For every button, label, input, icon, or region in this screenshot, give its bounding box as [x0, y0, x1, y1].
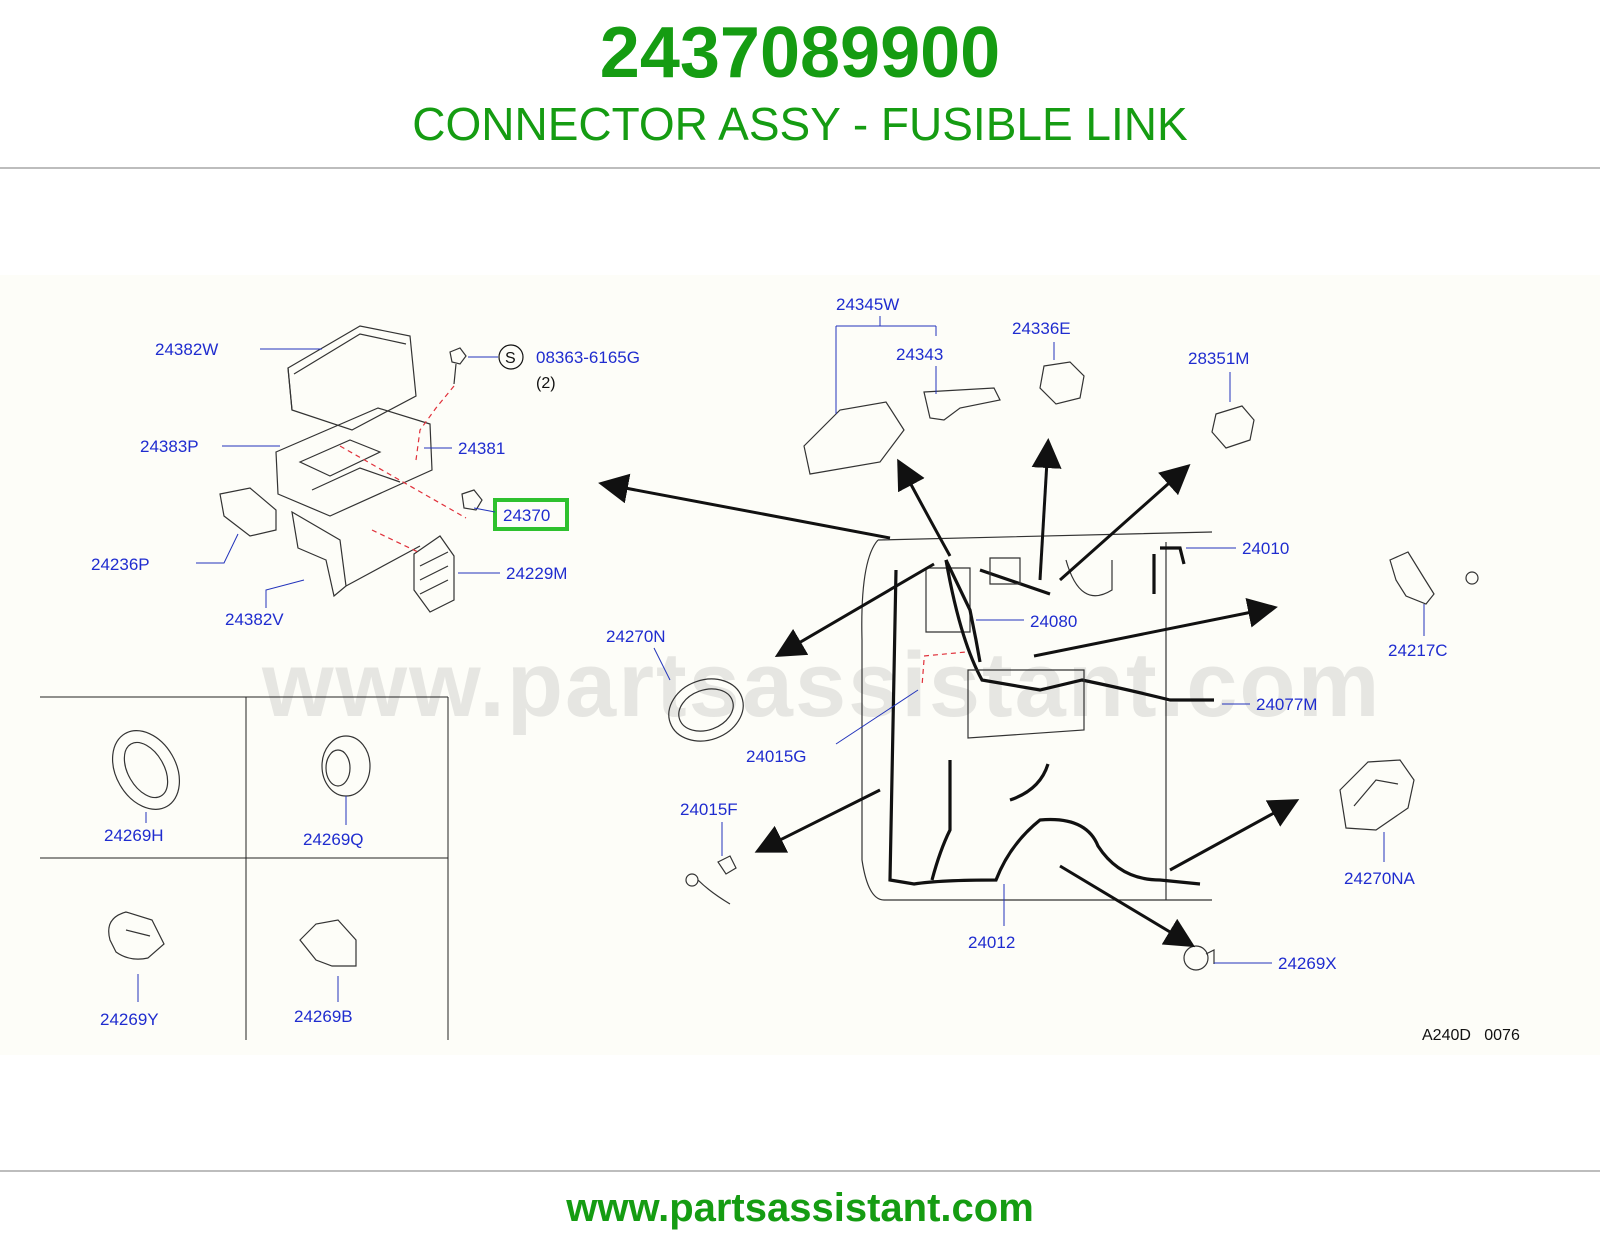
label-24269Y[interactable]: 24269Y	[100, 1010, 159, 1029]
grommet-24269x[interactable]	[1183, 945, 1215, 971]
fuse-box-cover[interactable]	[287, 325, 417, 431]
label-24077M[interactable]: 24077M	[1256, 695, 1317, 714]
label-24236P[interactable]: 24236P	[91, 555, 150, 574]
relay-24336e[interactable]	[1039, 361, 1085, 405]
harness-dash-lines	[921, 651, 967, 687]
label-24336E[interactable]: 24336E	[1012, 319, 1071, 338]
grommet-24269b[interactable]	[299, 919, 357, 967]
part-description: CONNECTOR ASSY - FUSIBLE LINK	[412, 98, 1188, 150]
label-24015F[interactable]: 24015F	[680, 800, 738, 819]
standard-part-symbol	[498, 344, 524, 370]
assembly-dash-lines	[339, 385, 467, 553]
grommet-24270na[interactable]	[1339, 759, 1415, 831]
highlight-box	[493, 498, 569, 531]
label-24382W[interactable]: 24382W	[155, 340, 218, 359]
label-24382V[interactable]: 24382V	[225, 610, 284, 629]
label-24229M[interactable]: 24229M	[506, 564, 567, 583]
fuse-box-bracket[interactable]	[291, 510, 421, 598]
label-24269H[interactable]: 24269H	[104, 826, 164, 845]
grommet-24269q[interactable]	[321, 735, 371, 797]
main-harness[interactable]	[888, 546, 1214, 886]
label-24345W[interactable]: 24345W	[836, 295, 899, 314]
harness-box-24080[interactable]	[967, 557, 1085, 739]
label-24343[interactable]: 24343	[896, 345, 943, 364]
grommet-24269y[interactable]	[108, 911, 165, 960]
label-08363-6165G[interactable]: 08363-6165G	[536, 348, 640, 367]
label-24015G[interactable]: 24015G	[746, 747, 807, 766]
relay-block[interactable]	[275, 407, 433, 517]
label-24270N[interactable]: 24270N	[606, 627, 666, 646]
part-number-title: 2437089900	[599, 13, 1001, 93]
relay-cover-24345w[interactable]	[803, 401, 905, 475]
label-quantity: (2)	[536, 375, 556, 392]
fusible-link-24370[interactable]	[461, 489, 483, 511]
label-28351M[interactable]: 28351M	[1188, 349, 1249, 368]
grommet-grid	[40, 696, 449, 1040]
ground-wire-24015f[interactable]	[685, 855, 737, 905]
label-24269X[interactable]: 24269X	[1278, 954, 1337, 973]
callout-arrows	[598, 438, 1300, 948]
bracket-24343[interactable]	[923, 387, 1001, 421]
grommet-24269h[interactable]	[99, 719, 193, 822]
label-24370[interactable]: 24370	[503, 506, 550, 525]
label-24217C[interactable]: 24217C	[1388, 641, 1448, 660]
footer-url[interactable]: www.partsassistant.com	[566, 1186, 1034, 1230]
label-24080[interactable]: 24080	[1030, 612, 1077, 631]
vehicle-body-outline	[861, 531, 1213, 901]
symbol-s: S	[505, 350, 516, 367]
fuse-holder-24229m[interactable]	[413, 535, 455, 613]
bolt-08363[interactable]	[449, 347, 467, 385]
relay-28351m[interactable]	[1211, 405, 1255, 449]
relay-24236p[interactable]	[219, 487, 277, 537]
label-24269B[interactable]: 24269B	[294, 1007, 353, 1026]
diagram-background	[0, 275, 1600, 1055]
diagram-code: A240D 0076	[1422, 1027, 1520, 1044]
label-24381[interactable]: 24381	[458, 439, 505, 458]
header-divider	[0, 167, 1600, 169]
label-24010[interactable]: 24010	[1242, 539, 1289, 558]
label-24012[interactable]: 24012	[968, 933, 1015, 952]
label-24383P[interactable]: 24383P	[140, 437, 199, 456]
footer-divider	[0, 1170, 1600, 1172]
label-24269Q[interactable]: 24269Q	[303, 830, 364, 849]
grommet-24270n[interactable]	[660, 669, 752, 751]
label-24270NA[interactable]: 24270NA	[1344, 869, 1416, 888]
bracket-24217c[interactable]	[1389, 551, 1479, 605]
